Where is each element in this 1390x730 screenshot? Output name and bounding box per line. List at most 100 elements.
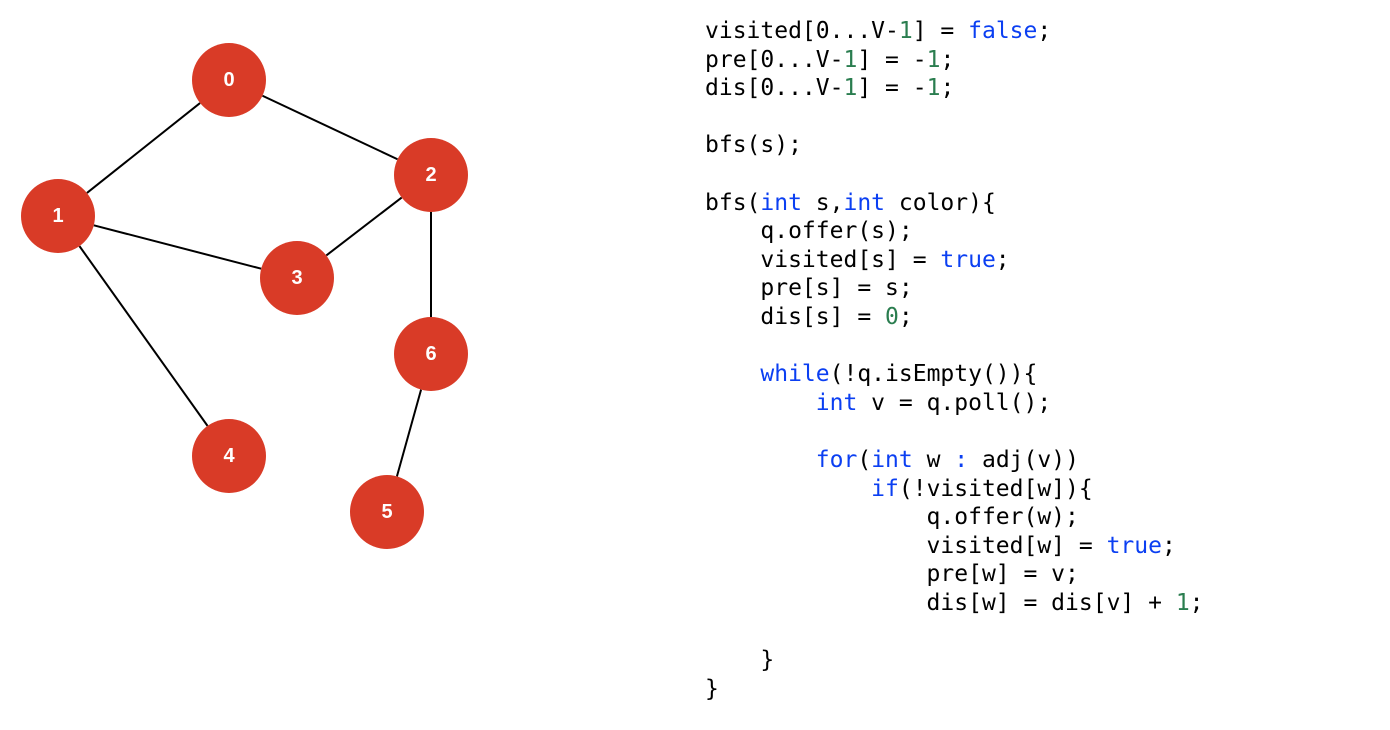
code-line: q.offer(s); <box>705 217 1204 246</box>
code-number: 1 <box>843 46 858 73</box>
code-text: ( <box>857 446 872 473</box>
graph-diagram: 0 1 2 3 4 5 6 <box>21 43 468 549</box>
graph-node-0: 0 <box>192 43 266 117</box>
node-circle-4 <box>192 419 266 493</box>
code-text: dis[s] = <box>705 303 886 330</box>
code-text: ; <box>1037 18 1052 44</box>
code-keyword: int <box>871 446 913 473</box>
edge-1-4 <box>78 245 209 427</box>
code-text: ; <box>1161 532 1176 559</box>
code-text: q.offer(w); <box>705 504 1079 531</box>
code-line: } <box>705 646 1204 675</box>
graph-node-2: 2 <box>394 138 468 212</box>
code-keyword: if <box>871 475 899 502</box>
code-text <box>705 476 871 502</box>
code-text: dis[0...V- <box>705 75 844 102</box>
graph-nodes: 0 1 2 3 4 5 6 <box>21 43 468 549</box>
code-keyword: int <box>843 189 886 216</box>
code-text: ] = <box>912 18 969 44</box>
code-text <box>705 390 816 416</box>
code-text: } <box>705 647 775 674</box>
code-line: dis[0...V-1] = -1; <box>705 74 1204 103</box>
code-text: ; <box>940 46 955 73</box>
code-line: bfs(s); <box>705 131 1204 160</box>
node-circle-0 <box>192 43 266 117</box>
code-keyword: while <box>760 361 830 388</box>
code-number: 1 <box>926 75 941 102</box>
code-line: pre[w] = v; <box>705 560 1204 589</box>
edge-0-2 <box>262 94 398 161</box>
blank-code-line <box>705 332 1204 361</box>
code-keyword: int <box>760 189 802 216</box>
code-line: visited[0...V-1] = false; <box>705 17 1204 46</box>
graph-node-4: 4 <box>192 419 266 493</box>
edge-0-1 <box>86 102 201 194</box>
edge-2-3 <box>325 196 403 257</box>
node-label-2: 2 <box>425 164 436 186</box>
code-text: color){ <box>885 189 996 216</box>
code-line: while(!q.isEmpty()){ <box>705 360 1204 389</box>
blank-code-line <box>705 160 1204 189</box>
edge-1-3 <box>93 224 262 270</box>
code-text: visited[w] = <box>705 532 1107 559</box>
code-number: 1 <box>1175 589 1190 616</box>
code-number: 0 <box>885 303 899 330</box>
graph-node-5: 5 <box>350 475 424 549</box>
edge-6-5 <box>395 389 423 477</box>
code-text: visited[s] = <box>705 246 941 273</box>
code-line: visited[s] = true; <box>705 246 1204 275</box>
node-circle-1 <box>21 179 95 253</box>
code-text <box>705 447 816 473</box>
code-text: s, <box>801 189 844 216</box>
node-label-1: 1 <box>52 205 63 227</box>
code-text: ; <box>898 303 913 330</box>
code-text: w <box>912 446 955 473</box>
code-text: v = q.poll(); <box>857 389 1052 416</box>
code-line: pre[0...V-1] = -1; <box>705 46 1204 75</box>
code-number: 1 <box>898 18 913 44</box>
code-text: pre[w] = v; <box>705 561 1079 588</box>
node-circle-2 <box>394 138 468 212</box>
node-label-5: 5 <box>381 501 392 523</box>
blank-code-line <box>705 103 1204 132</box>
graph-node-6: 6 <box>394 317 468 391</box>
code-line: dis[s] = 0; <box>705 303 1204 332</box>
node-circle-6 <box>394 317 468 391</box>
blank-code-line <box>705 417 1204 446</box>
code-line: dis[w] = dis[v] + 1; <box>705 589 1204 618</box>
code-line: } <box>705 675 1204 704</box>
graph-node-3: 3 <box>260 241 334 315</box>
node-label-0: 0 <box>223 69 234 91</box>
code-line: for(int w : adj(v)) <box>705 446 1204 475</box>
node-label-4: 4 <box>223 445 235 467</box>
code-text: bfs(s); <box>705 132 802 159</box>
code-line: q.offer(w); <box>705 503 1204 532</box>
code-text: ; <box>995 246 1010 273</box>
code-text: ] = - <box>857 75 927 102</box>
code-text: visited[0...V- <box>705 18 899 44</box>
graph-node-1: 1 <box>21 179 95 253</box>
code-keyword: : <box>954 446 969 473</box>
code-line: bfs(int s,int color){ <box>705 189 1204 218</box>
code-text: (!q.isEmpty()){ <box>829 361 1038 388</box>
code-text: q.offer(s); <box>705 218 913 245</box>
code-text: ; <box>1189 589 1204 616</box>
code-text: adj(v)) <box>968 446 1079 473</box>
code-text: ] = - <box>857 46 927 73</box>
code-text: pre[0...V- <box>705 46 844 73</box>
code-line: pre[s] = s; <box>705 274 1204 303</box>
code-number: 1 <box>926 46 941 73</box>
code-keyword: true <box>1106 532 1162 559</box>
code-keyword: int <box>815 389 858 416</box>
code-line: int v = q.poll(); <box>705 389 1204 418</box>
blank-code-line <box>705 617 1204 646</box>
code-keyword: true <box>940 246 996 273</box>
node-circle-3 <box>260 241 334 315</box>
bfs-code-listing: visited[0...V-1] = false;pre[0...V-1] = … <box>705 17 1204 703</box>
node-label-3: 3 <box>291 267 302 289</box>
code-line: visited[w] = true; <box>705 532 1204 561</box>
code-keyword: false <box>968 18 1038 44</box>
code-number: 1 <box>843 75 858 102</box>
code-text: bfs( <box>705 189 761 216</box>
code-text: pre[s] = s; <box>705 275 913 302</box>
